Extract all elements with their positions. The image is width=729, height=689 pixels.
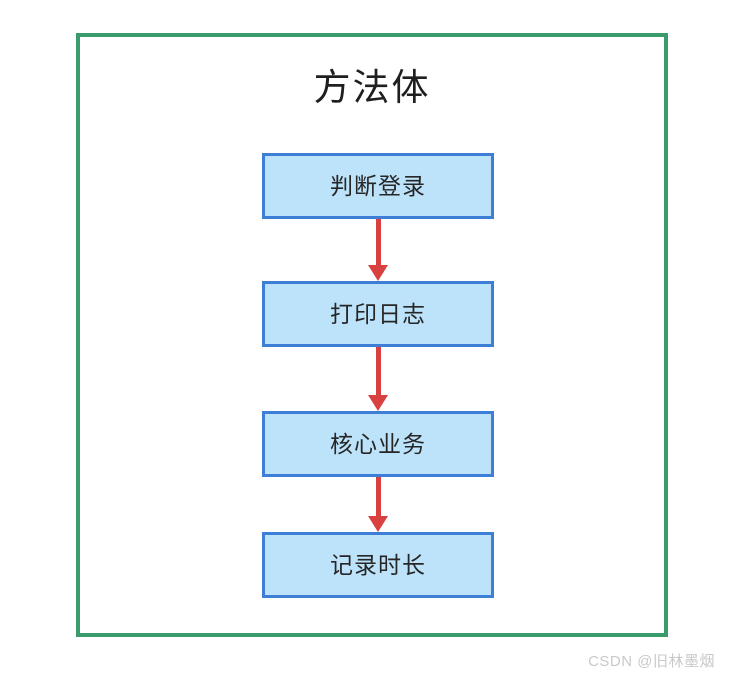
flow-node-label: 核心业务 (330, 430, 426, 457)
arrow-shaft (376, 219, 381, 265)
flowchart-frame: 方法体 判断登录 打印日志 核心业务 记录时长 (76, 33, 668, 637)
arrow-head (368, 516, 388, 532)
arrow-shaft (376, 477, 381, 516)
arrow-shaft (376, 347, 381, 395)
flow-arrow-down-icon (368, 219, 389, 281)
flowchart-title: 方法体 (313, 67, 431, 108)
flow-node-record-duration[interactable]: 记录时长 (262, 532, 494, 598)
flow-node-label: 记录时长 (330, 551, 426, 578)
flow-node-label: 判断登录 (330, 172, 426, 199)
flow-arrow-down-icon (368, 347, 389, 411)
flow-node-label: 打印日志 (330, 300, 426, 327)
flow-node-core-business[interactable]: 核心业务 (262, 411, 494, 477)
flow-node-print-log[interactable]: 打印日志 (262, 281, 494, 347)
csdn-watermark: CSDN @旧林墨烟 (588, 653, 715, 670)
flow-node-judge-login[interactable]: 判断登录 (262, 153, 494, 219)
arrow-head (368, 265, 388, 281)
flow-arrow-down-icon (368, 477, 389, 532)
arrow-head (368, 395, 388, 411)
